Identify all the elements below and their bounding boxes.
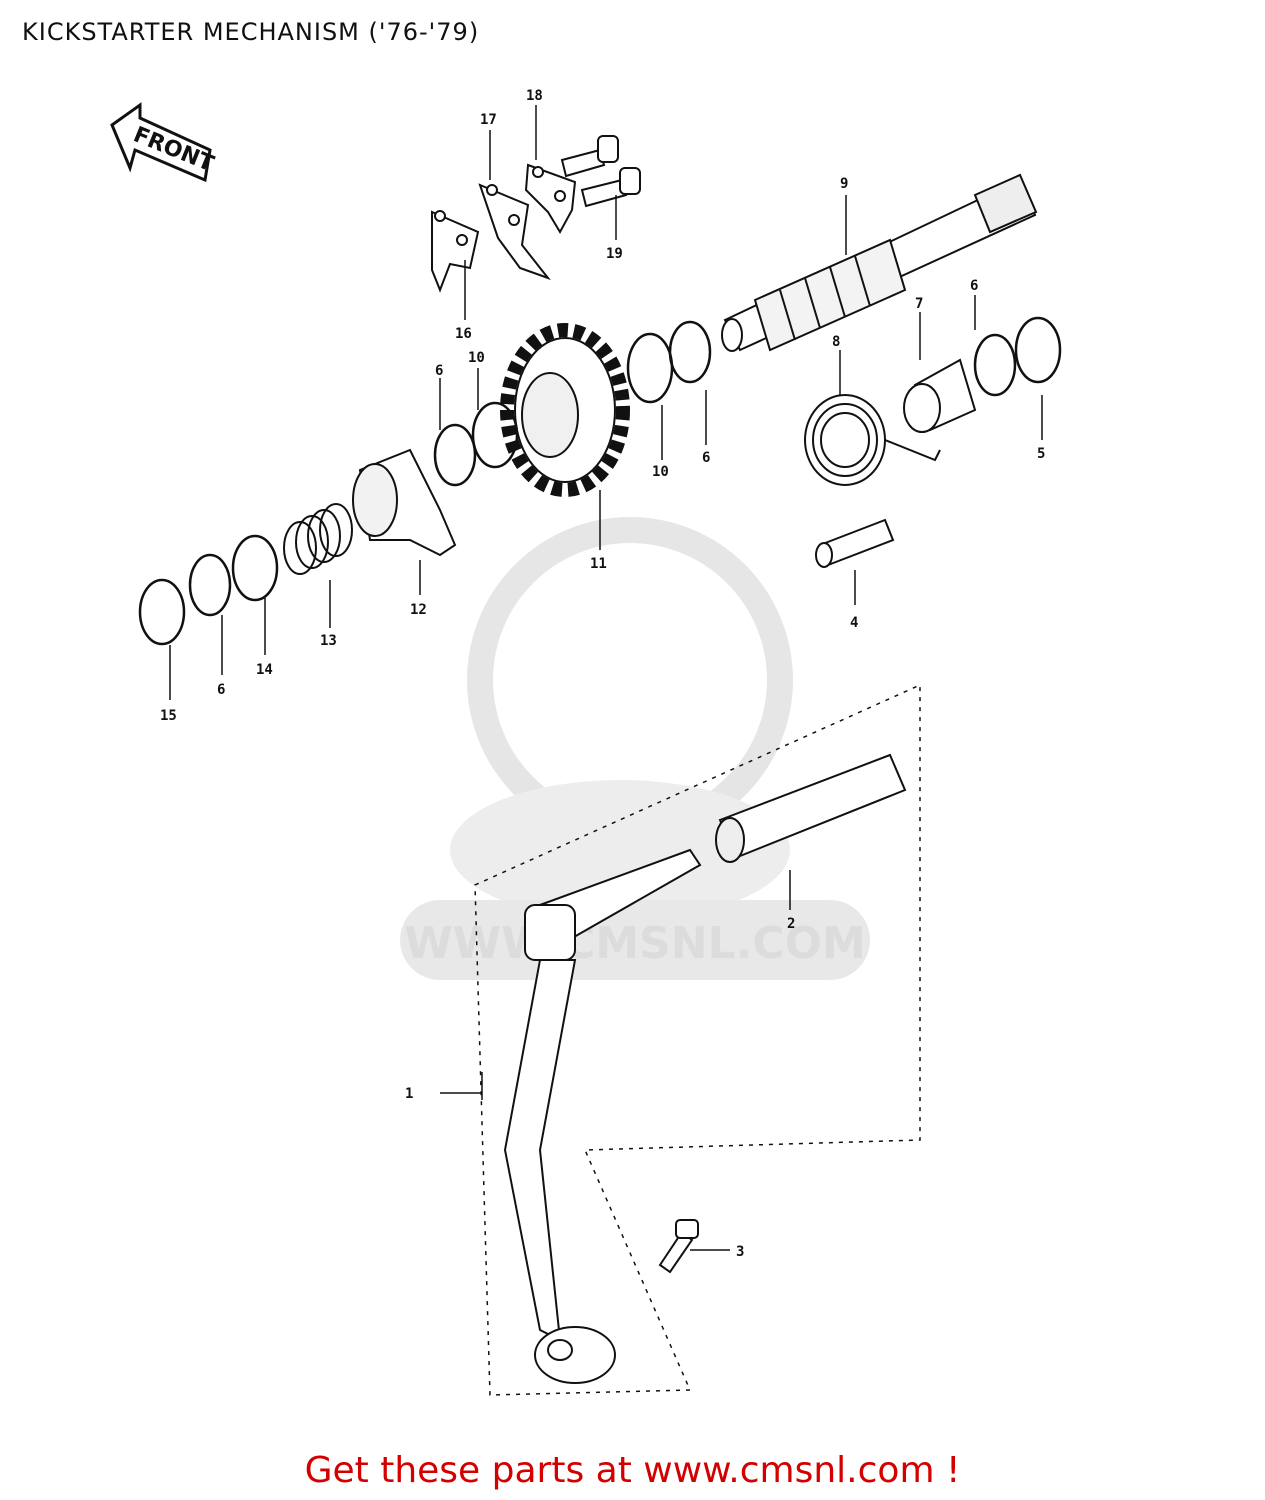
part-label-6b: 6 xyxy=(702,450,710,466)
part-label-7: 7 xyxy=(915,296,923,312)
part-label-10b: 10 xyxy=(652,464,669,480)
part-label-6d: 6 xyxy=(217,682,225,698)
part-label-14: 14 xyxy=(256,662,273,678)
collar-7 xyxy=(903,358,977,433)
part-label-18: 18 xyxy=(526,88,543,104)
guide-plates xyxy=(431,163,577,293)
return-spring-8 xyxy=(804,394,941,486)
part-label-3: 3 xyxy=(736,1244,744,1260)
part-label-13: 13 xyxy=(320,633,337,649)
part-label-6a: 6 xyxy=(970,278,978,294)
part-label-5: 5 xyxy=(1037,446,1045,462)
part-label-16: 16 xyxy=(455,326,472,342)
kick-gear xyxy=(500,323,630,497)
part-label-10a: 10 xyxy=(468,350,485,366)
part-label-6c: 6 xyxy=(435,363,443,379)
watermark: WWW.CMSNL.COM xyxy=(400,517,870,980)
part-label-2: 2 xyxy=(787,916,795,932)
front-arrow-label: FRONT xyxy=(130,122,217,177)
ratchet-12 xyxy=(352,448,457,557)
leader-lines xyxy=(169,105,1043,1251)
part-label-1: 1 xyxy=(405,1086,413,1102)
exploded-parts-diagram: WWW.CMSNL.COM FRONT xyxy=(110,88,1062,1396)
bolts-19 xyxy=(560,135,641,208)
part-label-12: 12 xyxy=(410,602,427,618)
part-label-19: 19 xyxy=(606,246,623,262)
washers-circlips xyxy=(138,316,1062,646)
kick-lever-assembly xyxy=(474,683,921,1396)
kickstarter-shaft xyxy=(721,173,1038,352)
part-labels: 1 2 3 4 5 6 6 6 6 7 8 9 10 10 11 12 13 1… xyxy=(160,88,1045,1260)
part-label-11: 11 xyxy=(590,556,607,572)
part-label-15: 15 xyxy=(160,708,177,724)
spring-13 xyxy=(283,503,353,575)
footer-promo: Get these parts at www.cmsnl.com ! xyxy=(304,1450,961,1491)
front-arrow: FRONT xyxy=(110,102,217,183)
part-label-17: 17 xyxy=(480,112,497,128)
pin-4 xyxy=(815,518,895,568)
watermark-text: WWW.CMSNL.COM xyxy=(404,918,866,969)
part-label-4: 4 xyxy=(850,615,858,631)
page-title: KICKSTARTER MECHANISM ('76-'79) xyxy=(22,18,480,46)
part-label-8: 8 xyxy=(832,334,840,350)
part-label-9: 9 xyxy=(840,176,848,192)
